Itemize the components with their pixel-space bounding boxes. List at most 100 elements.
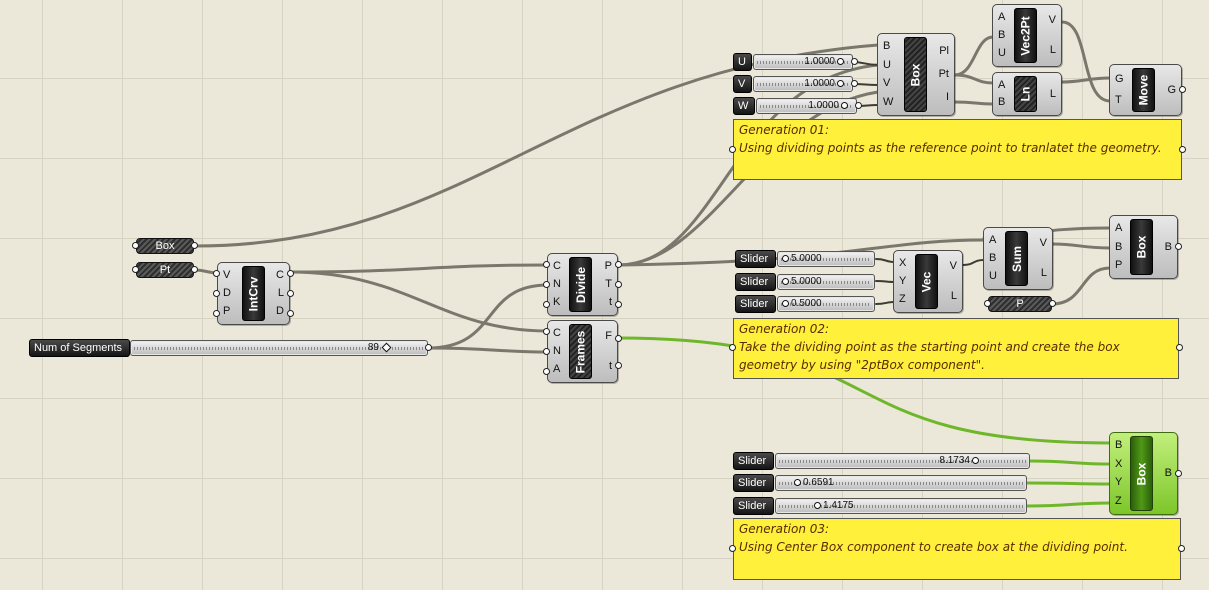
slider-v[interactable]: V 1.0000 [733,75,855,93]
sum-input-b[interactable]: B [989,252,997,264]
vec-input-z[interactable]: Z [899,293,906,305]
divide-pin-t[interactable] [615,281,622,288]
frames-pin-c[interactable] [543,328,550,335]
divide-output-t[interactable]: T [605,278,612,290]
slider-num-segments[interactable]: Num of Segments 89 [29,339,430,357]
slider-gen3-z[interactable]: Slider 1.4175 [733,497,1029,515]
slider-gen2-z[interactable]: Slider 0.5000 [735,295,877,313]
intcrv-component[interactable]: V D P IntCrv C L D [217,262,290,325]
panel-generation-02[interactable]: Generation 02: Take the dividing point a… [733,318,1179,379]
intcrv-output-d[interactable]: D [276,305,284,317]
slider-u[interactable]: U 1.0000 [733,53,855,71]
slider-v-track[interactable]: 1.0000 [753,76,853,92]
panel-generation-03-output-pin[interactable] [1178,545,1185,552]
intcrv-pin-d[interactable] [213,290,220,297]
vec2pt-input-b[interactable]: B [998,29,1006,41]
divide-component[interactable]: C N K Divide P T t [547,253,618,316]
slider-num-segments-track[interactable]: 89 [130,340,428,356]
frames-input-a[interactable]: A [553,363,561,375]
box-param-input-pin[interactable] [132,242,139,249]
move-component[interactable]: G T Move G [1109,64,1182,116]
intcrv-pin-p[interactable] [213,310,220,317]
box-uvw-output-pt[interactable]: Pt [938,68,949,80]
intcrv-pin-c[interactable] [287,270,294,277]
p-param[interactable]: P [988,296,1052,312]
slider-gen2-y-knob[interactable] [782,277,789,285]
slider-v-output-pin[interactable] [851,80,858,87]
slider-w-track[interactable]: 1.0000 [756,98,857,114]
box-center-input-y[interactable]: Y [1115,476,1123,489]
sum-output-l[interactable]: L [1040,267,1047,280]
sum-output-v[interactable]: V [1039,236,1047,249]
vec-output-v[interactable]: V [949,259,957,272]
slider-gen2-z-track[interactable]: 0.5000 [777,296,875,312]
divide-input-c[interactable]: C [553,260,561,272]
slider-gen3-z-knob[interactable] [814,501,821,509]
slider-u-output-pin[interactable] [851,58,858,65]
vec-component[interactable]: X Y Z Vec V L [893,250,963,313]
panel-generation-01-output-pin[interactable] [1179,146,1186,153]
box-center-component[interactable]: B X Y Z Box B [1109,432,1178,515]
intcrv-pin-v[interactable] [213,270,220,277]
box-2pt-input-p[interactable]: P [1115,258,1123,271]
slider-segments-output-pin[interactable] [425,344,432,351]
box-uvw-input-w[interactable]: W [883,95,894,108]
sum-input-u[interactable]: U [989,270,997,282]
ln-input-a[interactable]: A [998,78,1006,91]
box-uvw-input-b[interactable]: B [883,40,891,53]
divide-pin-p[interactable] [615,261,622,268]
slider-gen2-y-track[interactable]: 5.0000 [777,274,875,290]
p-param-output-pin[interactable] [1049,300,1056,307]
intcrv-input-v[interactable]: V [223,269,231,281]
panel-generation-02-output-pin[interactable] [1176,344,1183,351]
vec2pt-output-l[interactable]: L [1049,44,1056,57]
box-uvw-component[interactable]: B U V W Box Pl Pt I [877,33,955,116]
box-uvw-output-pl[interactable]: Pl [939,45,949,57]
slider-u-knob[interactable] [837,57,844,65]
frames-pin-n[interactable] [543,348,550,355]
slider-w[interactable]: W 1.0000 [733,97,859,115]
slider-gen3-y[interactable]: Slider 0.6591 [733,474,1029,492]
frames-output-t[interactable]: t [608,360,612,373]
vec-output-l[interactable]: L [950,290,957,303]
intcrv-pin-l[interactable] [287,290,294,297]
box-param-output-pin[interactable] [191,242,198,249]
ln-output-l[interactable]: L [1049,87,1056,100]
box-center-input-z[interactable]: Z [1115,494,1122,507]
slider-num-segments-knob[interactable] [381,342,392,353]
box-uvw-output-i[interactable]: I [945,91,949,103]
intcrv-input-d[interactable]: D [223,287,231,299]
panel-generation-02-input-pin[interactable] [729,344,736,351]
vec-input-y[interactable]: Y [899,275,907,287]
box-2pt-component[interactable]: A B P Box B [1109,215,1178,279]
divide-output-p[interactable]: P [604,260,612,272]
intcrv-input-p[interactable]: P [223,305,231,317]
divide-output-t-lower[interactable]: t [608,296,612,308]
frames-input-c[interactable]: C [553,327,561,339]
vec2pt-input-a[interactable]: A [998,11,1006,23]
divide-input-k[interactable]: K [553,296,561,308]
frames-input-n[interactable]: N [553,345,561,357]
ln-component[interactable]: A B Ln L [992,72,1062,116]
frames-pin-f[interactable] [615,335,622,342]
sum-input-a[interactable]: A [989,234,997,246]
slider-v-knob[interactable] [837,79,844,87]
slider-u-track[interactable]: 1.0000 [753,54,853,70]
divide-pin-k[interactable] [543,301,550,308]
pt-param-output-pin[interactable] [191,266,198,273]
panel-generation-01[interactable]: Generation 01: Using dividing points as … [733,119,1182,180]
divide-pin-n[interactable] [543,281,550,288]
move-output-g[interactable]: G [1167,83,1176,96]
slider-gen2-z-knob[interactable] [782,299,789,307]
vec2pt-component[interactable]: A B U Vec2Pt V L [992,4,1062,67]
vec2pt-output-v[interactable]: V [1048,13,1056,26]
slider-gen2-y[interactable]: Slider 5.0000 [735,273,877,291]
divide-pin-c[interactable] [543,261,550,268]
box-2pt-output-b[interactable]: B [1164,240,1172,253]
panel-generation-03[interactable]: Generation 03: Using Center Box componen… [733,518,1181,580]
box-uvw-input-u[interactable]: U [883,58,891,71]
box-2pt-input-a[interactable]: A [1115,222,1123,235]
slider-w-knob[interactable] [841,101,848,109]
frames-component[interactable]: C N A Frames F t [547,320,618,383]
frames-output-f[interactable]: F [605,329,612,342]
